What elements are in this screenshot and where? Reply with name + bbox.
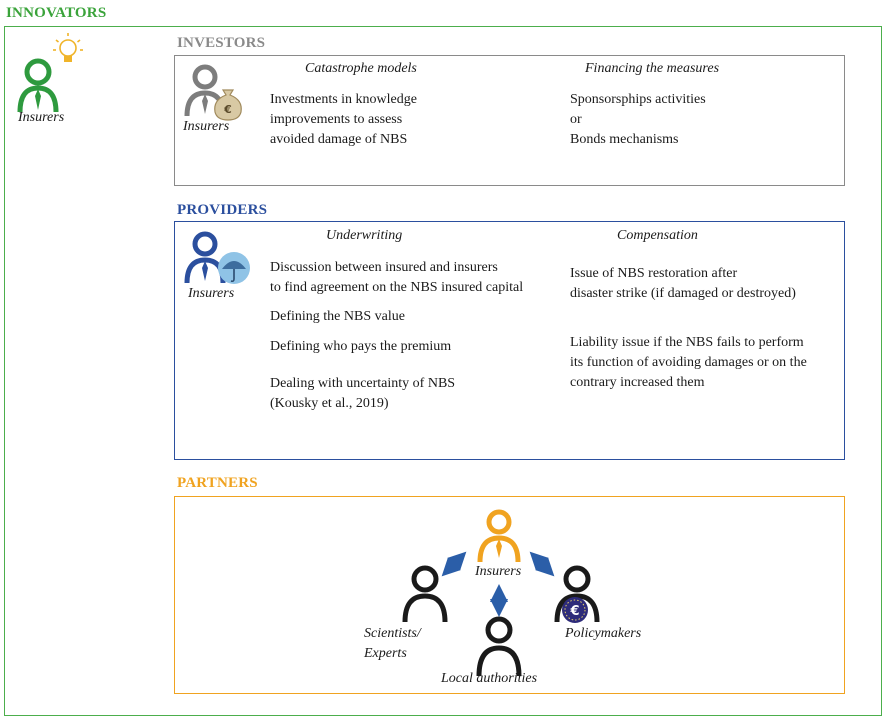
umbrella-icon [218, 252, 250, 284]
underwriting-item-2: Defining the NBS value [270, 309, 405, 324]
catastrophe-models-heading: Catastrophe models [305, 61, 417, 76]
financing-text: Sponsorsphips activities or Bonds mechan… [570, 92, 706, 147]
local-authority-person-icon [476, 616, 522, 677]
investors-box [174, 55, 845, 186]
underwriting-heading: Underwriting [326, 228, 403, 243]
money-bag-icon: € [214, 89, 242, 121]
arrow-right-icon [529, 551, 555, 577]
partner-insurer-icon [477, 509, 521, 563]
provider-insurer-icon [184, 231, 250, 284]
investor-insurer-icon: € [184, 64, 242, 121]
partners-title: PARTNERS [177, 475, 258, 491]
person-icon [184, 231, 226, 284]
innovator-insurer-icon [17, 33, 83, 113]
policymaker-person-icon [554, 565, 600, 623]
provider-insurers-label: Insurers [188, 286, 235, 301]
arrow-left-icon [441, 551, 467, 577]
innovators-title: INNOVATORS [6, 5, 107, 21]
underwriting-item-4: Dealing with uncertainty of NBS (Kousky … [270, 376, 456, 411]
providers-title: PROVIDERS [177, 202, 268, 218]
partner-insurers-label: Insurers [475, 564, 522, 579]
policymakers-label: Policymakers [565, 626, 642, 641]
lightbulb-icon [53, 33, 83, 62]
scientists-experts-label: Scientists/ Experts [364, 626, 421, 661]
investor-insurers-label: Insurers [183, 119, 230, 134]
compensation-item-2: Liability issue if the NBS fails to perf… [570, 335, 807, 390]
scientist-person-icon [402, 565, 448, 623]
compensation-heading: Compensation [617, 228, 698, 243]
investors-title: INVESTORS [177, 35, 266, 51]
local-authorities-label: Local authorities [441, 671, 538, 686]
euro-coin-icon: € [562, 597, 588, 623]
catastrophe-models-text: Investments in knowledge improvements to… [270, 92, 417, 147]
person-icon [17, 58, 59, 113]
underwriting-item-3: Defining who pays the premium [270, 339, 452, 354]
innovator-insurers-label: Insurers [18, 110, 65, 125]
providers-box [174, 221, 845, 460]
partners-box [174, 496, 845, 694]
financing-heading: Financing the measures [585, 61, 720, 76]
underwriting-item-1: Discussion between insured and insurers … [270, 260, 524, 295]
partners-diagram: € [402, 509, 600, 677]
compensation-item-1: Issue of NBS restoration after disaster … [570, 266, 796, 301]
svg-text:€: € [223, 103, 232, 116]
svg-text:€: € [569, 604, 579, 619]
